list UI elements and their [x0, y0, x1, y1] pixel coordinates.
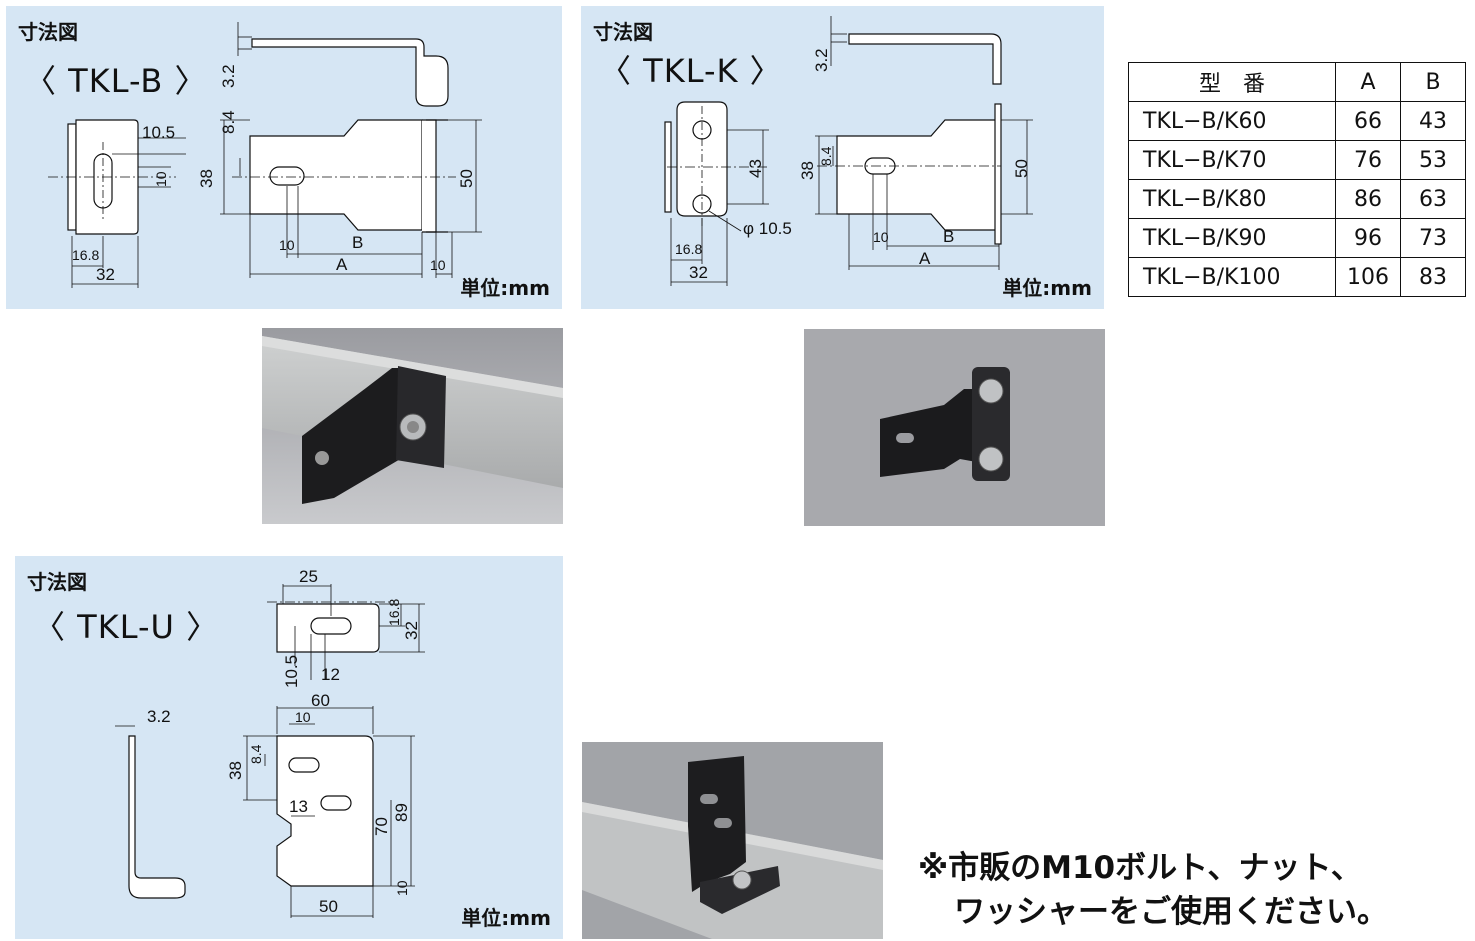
cell-model: TKL−B/K60 [1128, 101, 1336, 141]
dim-8-4: 8.4 [818, 146, 834, 166]
note-line-1: ※市販のM10ボルト、ナット、 [918, 850, 1362, 886]
dim-a: A [919, 249, 931, 268]
dim-phi-10-5: φ 10.5 [743, 219, 792, 238]
panel-title: 寸法図 [27, 570, 87, 594]
tkl-b-drawing: 10.5 10 16.8 32 3.2 8.4 38 50 10 B A 10 [48, 22, 482, 288]
cell-a: 106 [1335, 257, 1401, 297]
dim-10: 10 [295, 709, 311, 725]
dim-32: 32 [96, 265, 115, 284]
cell-model: TKL−B/K90 [1128, 218, 1336, 258]
tkl-u-drawing: 25 16.8 32 10.5 12 3.2 60 10 38 8.4 13 7… [115, 567, 425, 918]
dim-89: 89 [392, 803, 411, 822]
dim-flange-10: 10 [430, 257, 446, 273]
model-name: 〈 TKL-K 〉 [599, 52, 783, 90]
cell-b: 73 [1400, 218, 1466, 258]
cell-a: 96 [1335, 218, 1401, 258]
cell-b: 63 [1400, 179, 1466, 219]
dim-a: A [336, 255, 348, 274]
dim-25: 25 [299, 567, 318, 586]
dim-38: 38 [226, 761, 245, 780]
dim-38: 38 [798, 161, 817, 180]
dim-32: 32 [689, 263, 708, 282]
dim-10-5: 10.5 [282, 655, 301, 688]
unit-label: 単位:mm [1002, 276, 1092, 300]
spec-table: 型 番 A B TKL−B/K60 66 43 TKL−B/K70 76 53 … [1128, 62, 1466, 297]
dim-16-8: 16.8 [675, 241, 702, 257]
dim-16-8: 16.8 [72, 247, 99, 263]
panel-title: 寸法図 [593, 20, 653, 44]
cell-b: 43 [1400, 101, 1466, 141]
dim-10: 10 [873, 229, 889, 245]
dim-b: B [943, 227, 954, 246]
unit-label: 単位:mm [461, 906, 551, 930]
cell-b: 53 [1400, 140, 1466, 180]
cell-b: 83 [1400, 257, 1466, 297]
dim-3-2: 3.2 [812, 48, 831, 72]
dim-3-2: 3.2 [147, 707, 171, 726]
cell-a: 76 [1335, 140, 1401, 180]
dim-43: 43 [746, 159, 765, 178]
unit-label: 単位:mm [460, 276, 550, 300]
tkl-u-product-photo [582, 742, 883, 939]
tkl-k-dimension-panel: 43 φ 10.5 16.8 32 3.2 38 8.4 50 10 B A 寸… [581, 6, 1104, 309]
tkl-k-product-photo [804, 329, 1105, 526]
cell-a: 86 [1335, 179, 1401, 219]
table-row: TKL−B/K90 96 73 [1128, 218, 1466, 258]
table-header-row: 型 番 A B [1128, 62, 1466, 102]
dim-b: B [352, 233, 363, 252]
dim-50: 50 [319, 897, 338, 916]
dim-8-4: 8.4 [219, 110, 238, 134]
table-row: TKL−B/K100 106 83 [1128, 257, 1466, 297]
table-row: TKL−B/K70 76 53 [1128, 140, 1466, 180]
dim-38: 38 [197, 169, 216, 188]
dim-3-2: 3.2 [219, 64, 238, 88]
panel-title: 寸法図 [18, 20, 78, 44]
dim-50: 50 [1012, 159, 1031, 178]
cell-model: TKL−B/K100 [1128, 257, 1336, 297]
dim-13: 13 [289, 797, 308, 816]
model-name: 〈 TKL-B 〉 [24, 62, 208, 100]
dim-hole-10: 10 [279, 237, 295, 253]
header-b: B [1400, 62, 1466, 102]
note-line-2: ワッシャーをご使用ください。 [954, 894, 1388, 930]
cell-model: TKL−B/K80 [1128, 179, 1336, 219]
header-a: A [1335, 62, 1401, 102]
table-row: TKL−B/K60 66 43 [1128, 101, 1466, 141]
dim-12: 12 [321, 665, 340, 684]
tkl-u-dimension-panel: 25 16.8 32 10.5 12 3.2 60 10 38 8.4 13 7… [15, 556, 563, 939]
dim-60: 60 [311, 691, 330, 710]
header-model: 型 番 [1128, 62, 1336, 102]
cell-model: TKL−B/K70 [1128, 140, 1336, 180]
dim-70: 70 [372, 817, 391, 836]
dim-16-8: 16.8 [386, 599, 402, 626]
model-name: 〈 TKL-U 〉 [33, 608, 220, 646]
tkl-k-drawing: 43 φ 10.5 16.8 32 3.2 38 8.4 50 10 B A [664, 16, 1033, 286]
tkl-b-dimension-panel: 10.5 10 16.8 32 3.2 8.4 38 50 10 B A 10 … [6, 6, 562, 309]
dim-slot-10: 10 [153, 171, 169, 187]
dim-50: 50 [457, 169, 476, 188]
cell-a: 66 [1335, 101, 1401, 141]
usage-note: ※市販のM10ボルト、ナット、 ワッシャーをご使用ください。 [918, 846, 1388, 934]
dim-32: 32 [402, 621, 421, 640]
tkl-b-product-photo [262, 328, 563, 524]
dim-10-5: 10.5 [142, 123, 175, 142]
dim-8-4: 8.4 [248, 744, 264, 764]
dim-10-bottom: 10 [394, 880, 410, 896]
table-row: TKL−B/K80 86 63 [1128, 179, 1466, 219]
